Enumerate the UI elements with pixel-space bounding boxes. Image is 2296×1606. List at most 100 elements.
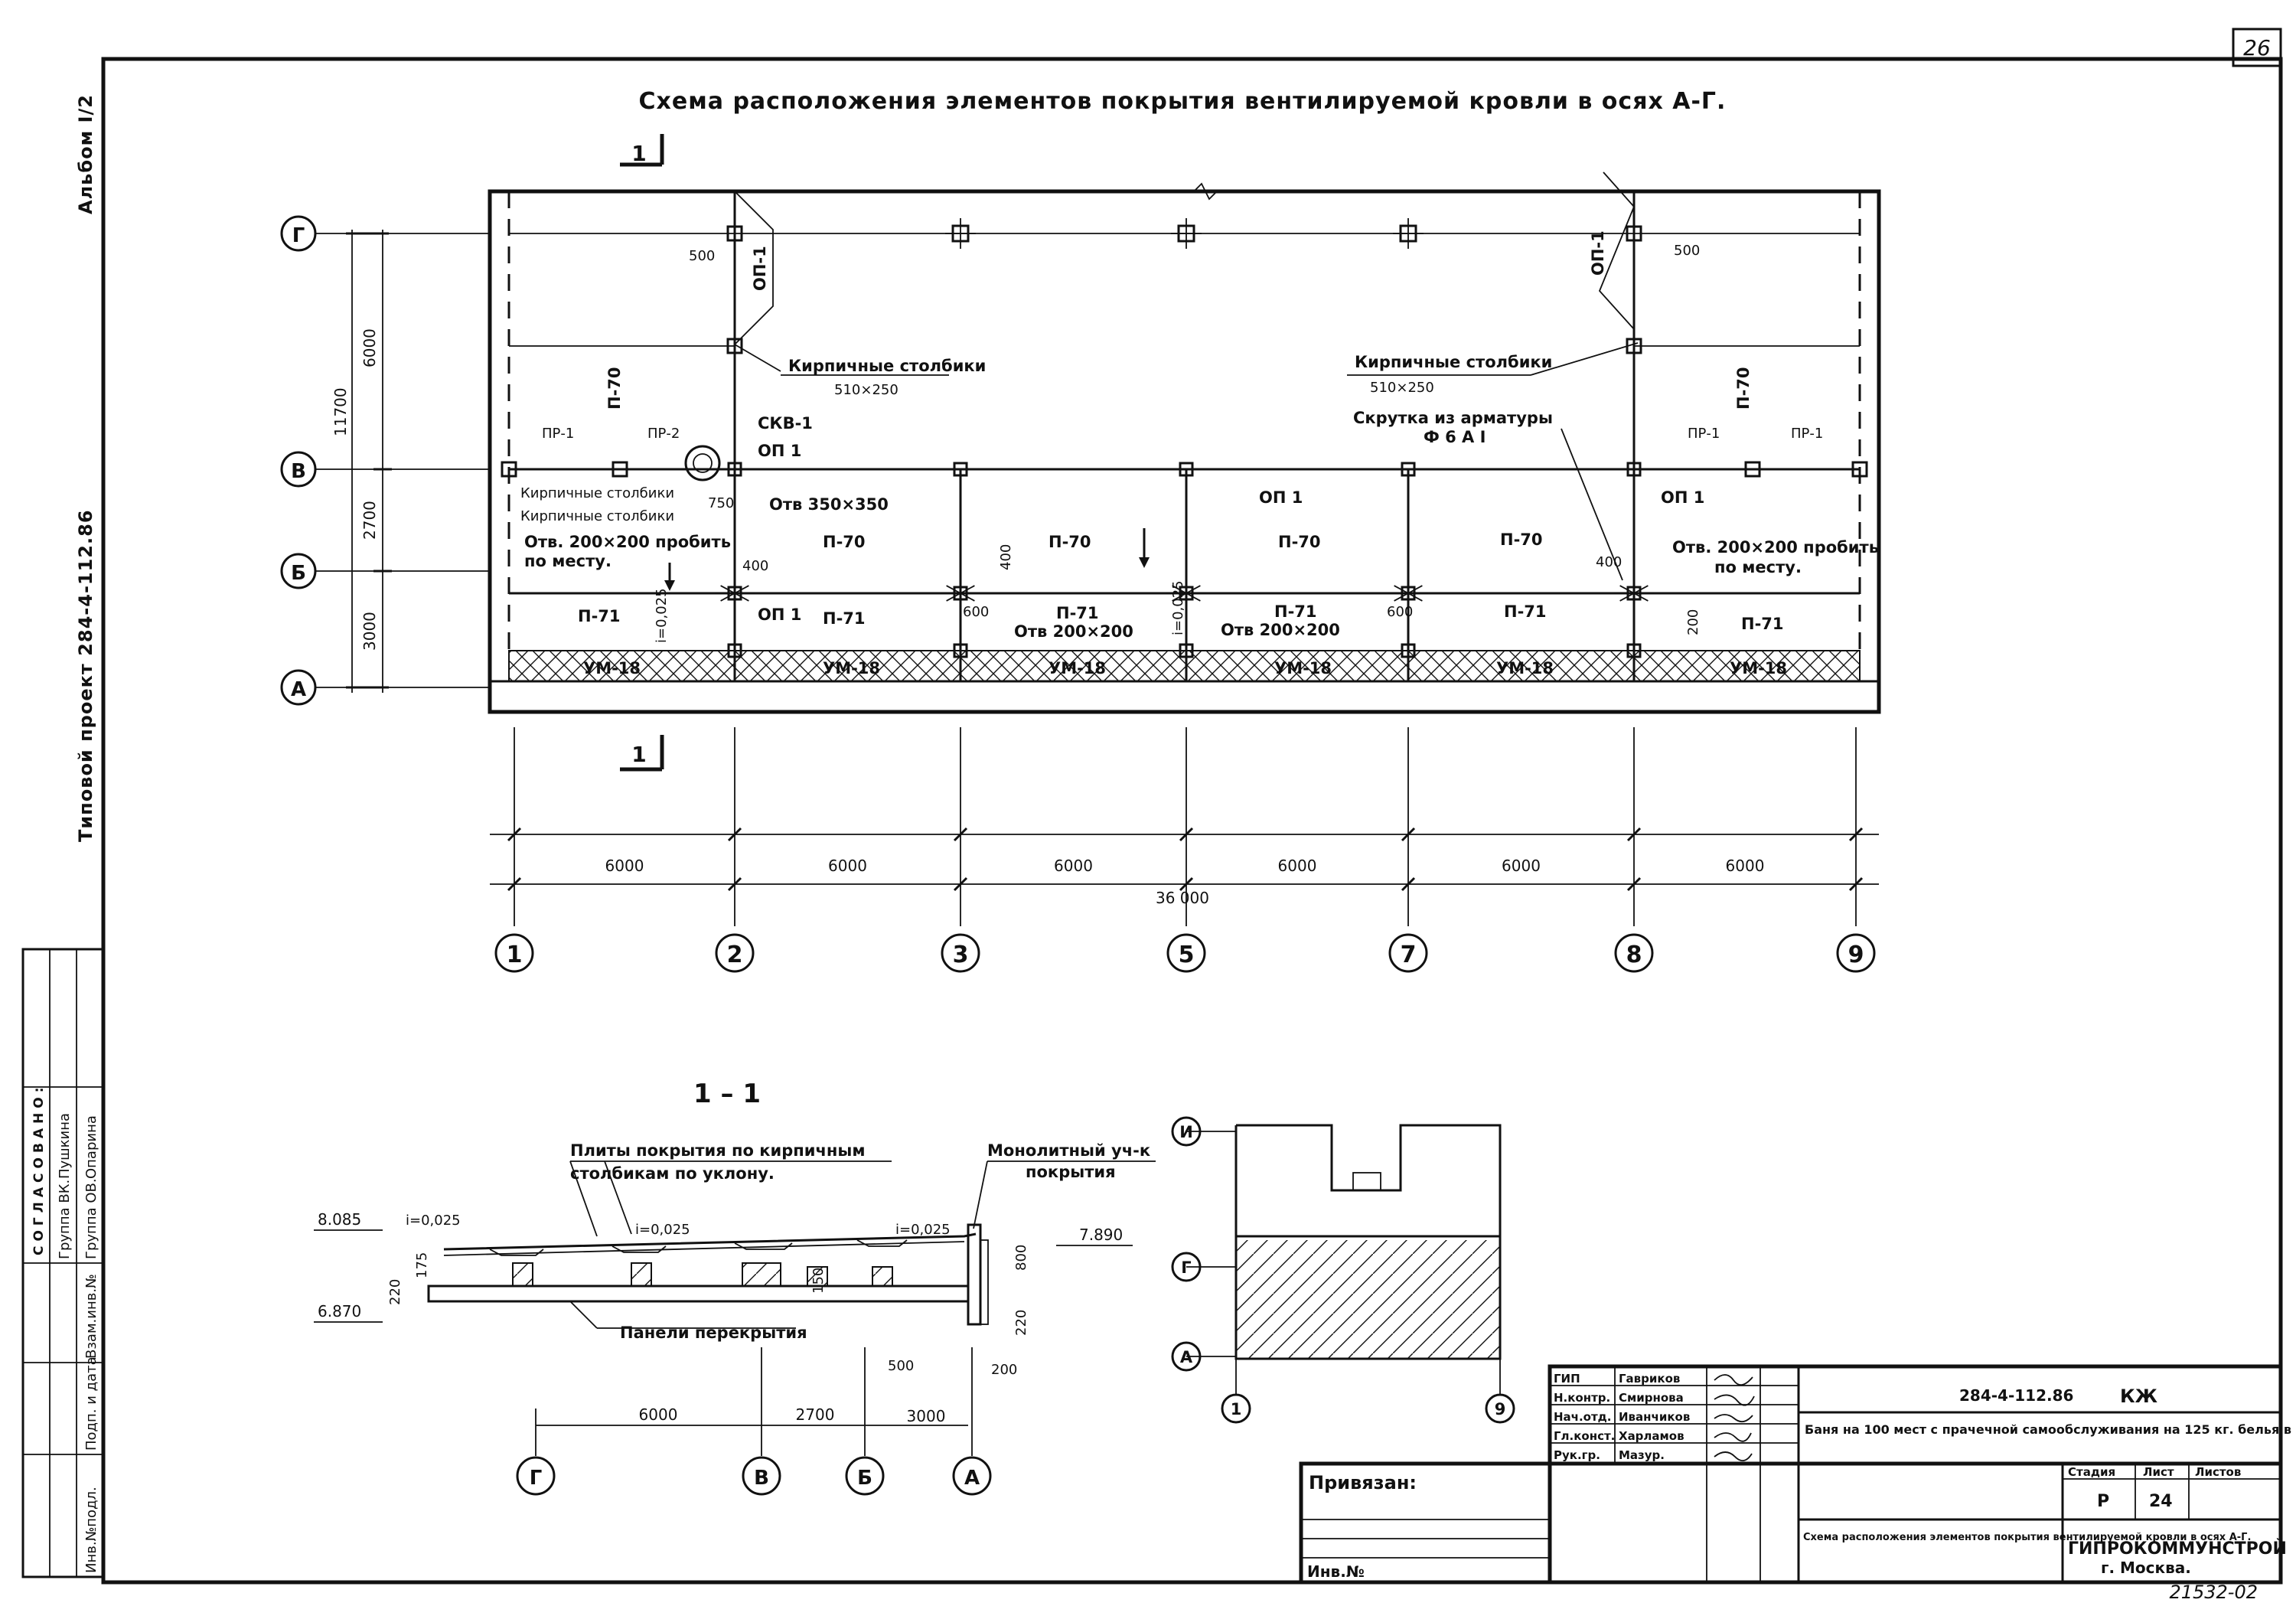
- column-dim: 6000: [605, 857, 644, 875]
- section-axis-G: Г: [530, 1467, 543, 1490]
- column-axis-bubble: [494, 933, 534, 973]
- section-note-mono-2: покрытия: [1026, 1163, 1116, 1181]
- key-col-9: 9: [1495, 1400, 1506, 1418]
- section-note-mono-1: Монолитный уч-к: [987, 1141, 1150, 1160]
- label-pr1-right: ПР-1: [1688, 426, 1720, 442]
- label-slope-2: i=0,025: [1170, 580, 1186, 635]
- label-p71-4: П-71: [1274, 602, 1317, 621]
- label-um18-4: УМ-18: [1274, 659, 1332, 677]
- break-line: [490, 182, 1879, 201]
- label-op-v-mid: ОП 1: [1259, 488, 1303, 507]
- tb-code: 284-4-112.86: [1959, 1386, 2073, 1405]
- dim-tick: [1626, 876, 1642, 892]
- title-block: 284-4-112.86 КЖ Баня на 100 мест с праче…: [1299, 1364, 2296, 1585]
- row-axis-A: А: [291, 678, 306, 701]
- label-p71-6: П-71: [1741, 615, 1784, 633]
- twist-anchor: [720, 592, 735, 602]
- dim-tick: [507, 876, 522, 892]
- label-p70-2: П-70: [1049, 533, 1091, 551]
- dim-tick: [507, 827, 522, 842]
- section-cut-top: 1: [620, 134, 664, 167]
- brick-post: [1401, 643, 1416, 658]
- col-dim-total: 36 000: [1156, 889, 1209, 907]
- tb-name-3: Иванчиков: [1619, 1410, 1690, 1424]
- archive-number: 21532-02: [2169, 1582, 2258, 1603]
- twist-anchor: [720, 585, 735, 594]
- twist-anchor: [1619, 585, 1635, 594]
- twist-anchor: [960, 592, 975, 602]
- row-dim-1: 6000: [360, 328, 379, 367]
- section-sdim-150: 150: [810, 1268, 827, 1294]
- column-axis-bubble: [1166, 933, 1206, 973]
- label-brick-size-left: 510×250: [834, 382, 899, 398]
- twist-anchor: [1394, 592, 1409, 602]
- brick-post: [726, 338, 743, 354]
- section-cut-bottom: 1: [620, 735, 664, 772]
- column-axis-label: 9: [1848, 942, 1864, 968]
- twist-anchor: [1172, 592, 1187, 602]
- key-row-A: А: [1180, 1348, 1193, 1366]
- column-axis-bubble: [1614, 933, 1654, 973]
- section-dim-3: 3000: [907, 1407, 946, 1425]
- small-dim-400c: 400: [1596, 554, 1622, 570]
- column-axis-label: 7: [1401, 942, 1417, 968]
- label-skv1: СКВ-1: [758, 414, 813, 433]
- section-note-slabs-2: столбикам по уклону.: [570, 1164, 775, 1183]
- label-twist-d: Ф 6 А I: [1424, 428, 1486, 446]
- tb-stage-h: Стадия: [2068, 1465, 2115, 1479]
- twist-anchor: [734, 592, 749, 602]
- column-axis-bubble: [941, 933, 980, 973]
- row-axes: Г В Б А: [280, 215, 490, 706]
- approval-stamp: СОГЛАСОВАНО: Группа ВК. Пушкина Группа О…: [21, 948, 105, 1578]
- column-dim: 6000: [828, 857, 867, 875]
- section-cut-bottom-label: 1: [631, 742, 646, 767]
- brick-post: [1851, 461, 1868, 478]
- tb-attached: Привязан:: [1309, 1472, 1417, 1493]
- brick-post: [727, 462, 742, 477]
- section-sdim-200: 200: [991, 1362, 1017, 1378]
- brick-post: [501, 461, 517, 478]
- twist-anchor: [1619, 592, 1635, 602]
- column-dim: 6000: [1726, 857, 1765, 875]
- column-axis-label: 5: [1179, 942, 1195, 968]
- tb-name-2: Смирнова: [1619, 1391, 1684, 1405]
- approval-header: СОГЛАСОВАНО:: [31, 1082, 47, 1255]
- approval-name-vk: Пушкина: [57, 1113, 73, 1179]
- label-um18-1: УМ-18: [583, 659, 641, 677]
- tb-role-1: ГИП: [1554, 1372, 1580, 1386]
- label-slope-1: i=0,025: [654, 588, 670, 643]
- column-axis-label: 2: [727, 942, 743, 968]
- tb-sheets-h: Листов: [2195, 1465, 2241, 1479]
- tb-mark: КЖ: [2120, 1386, 2158, 1407]
- key-row-G: Г: [1181, 1258, 1191, 1277]
- small-dim-400b: 400: [998, 544, 1014, 570]
- section-slope-2: i=0,025: [635, 1222, 690, 1238]
- tb-role-4: Гл.конст.: [1554, 1429, 1615, 1443]
- small-dim-600a: 600: [963, 604, 989, 620]
- label-twist: Скрутка из арматуры: [1353, 409, 1553, 427]
- section-title: 1 – 1: [693, 1079, 761, 1109]
- column-dim: 6000: [1278, 857, 1317, 875]
- label-brick-posts-right: Кирпичные столбики: [1355, 353, 1552, 371]
- section-sdim-500: 500: [888, 1358, 914, 1374]
- label-p70-v-right: П-70: [1734, 367, 1753, 410]
- album-label: Альбом I/2: [75, 94, 96, 214]
- plan-title: Схема расположения элементов покрытия ве…: [639, 88, 1727, 115]
- column-axis-bubble: [715, 933, 755, 973]
- row-axis-V: В: [291, 460, 306, 483]
- section-sdim-220: 220: [387, 1279, 403, 1305]
- small-dim-500b: 500: [1674, 243, 1700, 259]
- sheet-frame: [101, 57, 2283, 1585]
- small-dim-600b: 600: [1387, 604, 1413, 620]
- tb-sheet-name: Схема расположения элементов покрытия ве…: [1803, 1532, 2251, 1543]
- twist-anchor: [1407, 585, 1423, 594]
- brick-post: [1179, 462, 1194, 477]
- ventilation-shaft-inner: [693, 453, 713, 473]
- twist-anchor: [1394, 585, 1409, 594]
- section-sdim-800: 800: [1013, 1245, 1029, 1271]
- column-axis-label: 1: [507, 942, 523, 968]
- label-brick-left-lower1: Кирпичные столбики: [520, 485, 674, 501]
- column-dim: 6000: [1502, 857, 1541, 875]
